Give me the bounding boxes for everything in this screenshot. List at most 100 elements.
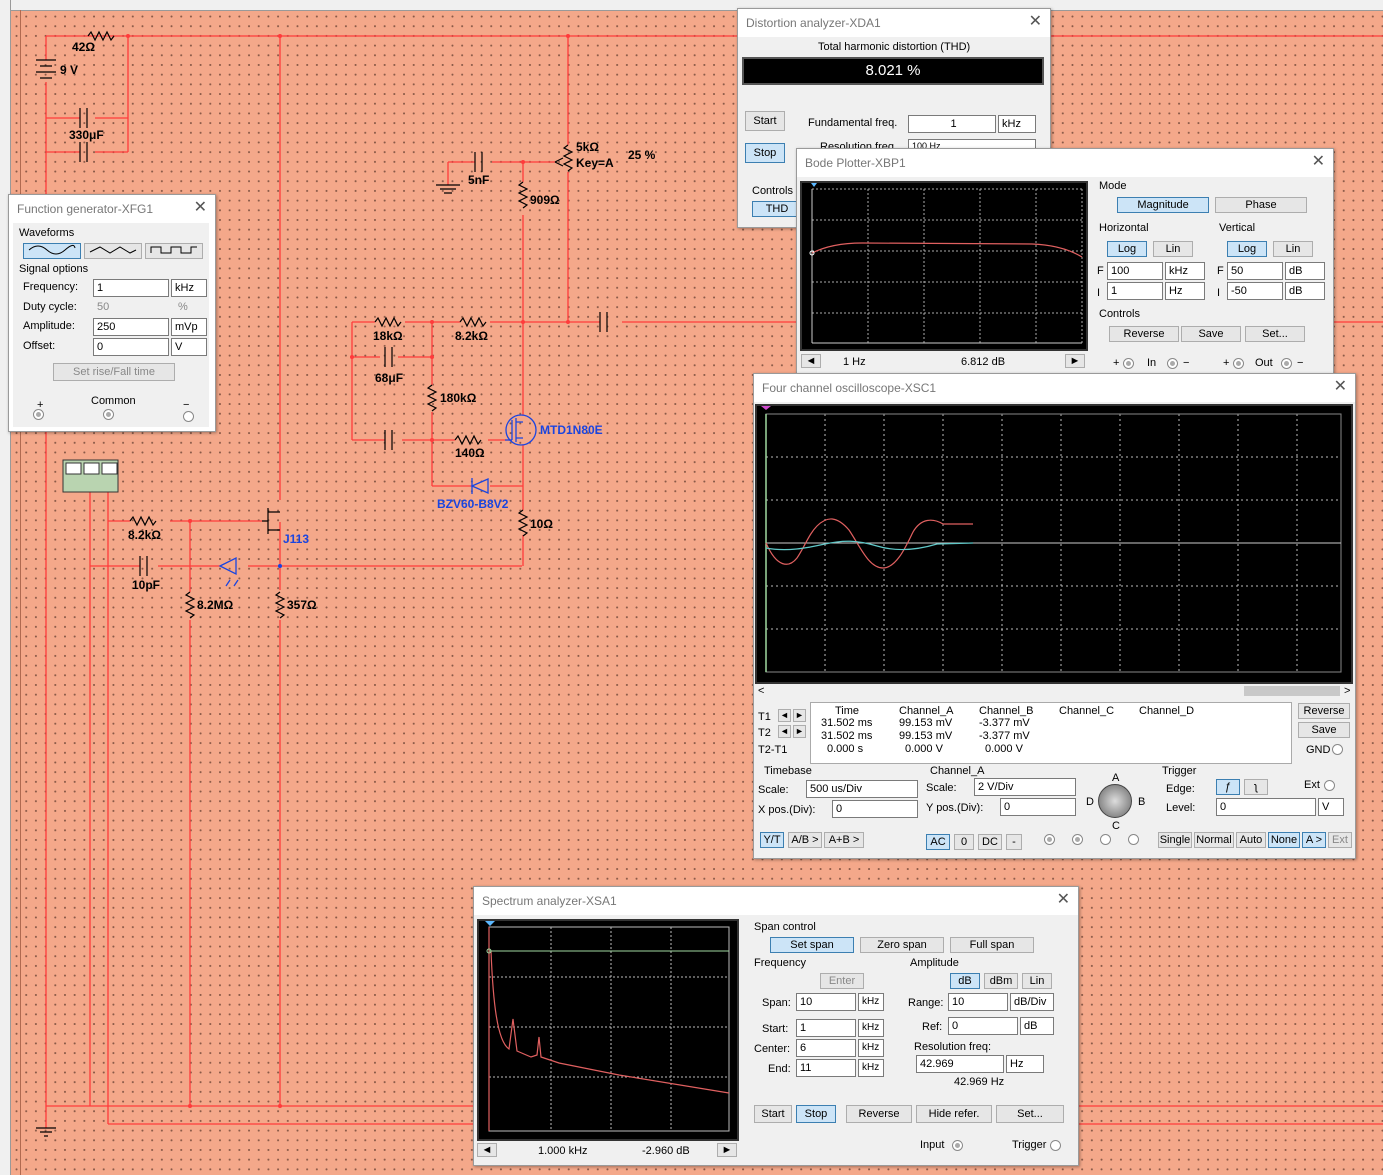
minus-terminal[interactable] (183, 411, 194, 422)
db-button[interactable]: dB (950, 973, 980, 989)
thd-button[interactable]: THD (752, 201, 802, 217)
level-input[interactable]: 0 (1216, 798, 1316, 816)
cursor-right-button[interactable]: ► (1065, 354, 1085, 368)
span-input[interactable]: 10 (796, 993, 856, 1011)
center-freq-input[interactable]: 6 (796, 1039, 856, 1057)
center-freq-unit[interactable]: kHz (858, 1039, 884, 1057)
phase-button[interactable]: Phase (1215, 197, 1307, 213)
auto-button[interactable]: Auto (1236, 832, 1266, 848)
in-plus-terminal[interactable] (1123, 358, 1134, 369)
h-initial-input[interactable]: 1 (1107, 282, 1163, 300)
scroll-thumb[interactable] (1244, 686, 1340, 696)
fundamental-freq-input[interactable]: 1 (908, 115, 996, 133)
minus-coupling-button[interactable]: - (1006, 834, 1022, 850)
t2-left-arrow-icon[interactable]: ◄ (778, 725, 791, 738)
dbm-button[interactable]: dBm (984, 973, 1018, 989)
hide-reference-button[interactable]: Hide refer. (916, 1105, 992, 1123)
h-final-unit[interactable]: kHz (1165, 262, 1205, 280)
fundamental-freq-unit[interactable]: kHz (998, 115, 1036, 133)
horizontal-lin-button[interactable]: Lin (1153, 241, 1193, 257)
t2-right-arrow-icon[interactable]: ► (793, 725, 806, 738)
close-icon[interactable]: ✕ (1056, 891, 1070, 908)
h-initial-unit[interactable]: Hz (1165, 282, 1205, 300)
dc-coupling-button[interactable]: DC (978, 834, 1002, 850)
close-icon[interactable]: ✕ (1028, 13, 1042, 30)
range-input[interactable]: 10 (948, 993, 1008, 1011)
yt-button[interactable]: Y/T (760, 832, 784, 848)
trigger-terminal[interactable] (1050, 1140, 1061, 1151)
a-b-button[interactable]: A/B > (788, 832, 822, 848)
channel-selector-knob[interactable] (1098, 784, 1132, 818)
set-button[interactable]: Set... (996, 1105, 1064, 1123)
reverse-button[interactable]: Reverse (846, 1105, 912, 1123)
sine-wave-button[interactable] (23, 243, 81, 259)
horizontal-log-button[interactable]: Log (1107, 241, 1147, 257)
start-button[interactable]: Start (754, 1105, 792, 1123)
rise-fall-button[interactable]: Set rise/Fall time (53, 363, 175, 381)
y-position-input[interactable]: 0 (1000, 798, 1076, 816)
ref-unit[interactable]: dB (1020, 1017, 1054, 1035)
in-minus-terminal[interactable] (1167, 358, 1178, 369)
scroll-right-icon[interactable]: > (1344, 685, 1351, 697)
close-icon[interactable]: ✕ (193, 199, 207, 216)
set-span-button[interactable]: Set span (770, 937, 854, 953)
amplitude-unit[interactable]: mVp (171, 318, 207, 336)
v-initial-unit[interactable]: dB (1285, 282, 1325, 300)
cursor-left-button[interactable]: ◄ (801, 354, 821, 368)
save-button[interactable]: Save (1298, 722, 1350, 738)
t1-right-arrow-icon[interactable]: ► (793, 709, 806, 722)
end-freq-input[interactable]: 11 (796, 1059, 856, 1077)
start-freq-input[interactable]: 1 (796, 1019, 856, 1037)
ext-terminal[interactable] (1324, 780, 1335, 791)
frequency-unit[interactable]: kHz (171, 279, 207, 297)
resolution-freq-unit[interactable]: Hz (1006, 1055, 1044, 1073)
span-unit[interactable]: kHz (858, 993, 884, 1011)
offset-input[interactable]: 0 (93, 338, 169, 356)
trigger-ext-button[interactable]: Ext (1328, 832, 1352, 848)
channel-b-terminal[interactable] (1100, 834, 1111, 845)
resolution-freq-input[interactable]: 42.969 (916, 1055, 1004, 1073)
stop-button[interactable]: Stop (796, 1105, 836, 1123)
start-freq-unit[interactable]: kHz (858, 1019, 884, 1037)
zero-span-button[interactable]: Zero span (860, 937, 944, 953)
none-button[interactable]: None (1268, 832, 1300, 848)
save-button[interactable]: Save (1181, 326, 1241, 342)
square-wave-button[interactable] (145, 243, 203, 259)
plus-terminal[interactable] (33, 409, 44, 420)
spectrum-screen[interactable] (477, 919, 739, 1141)
bode-plot-screen[interactable] (800, 181, 1088, 351)
reverse-button[interactable]: Reverse (1298, 703, 1350, 719)
ref-input[interactable]: 0 (948, 1017, 1018, 1035)
cursor-right-button[interactable]: ► (717, 1143, 737, 1157)
rising-edge-button[interactable]: ƒ (1216, 779, 1240, 795)
input-terminal[interactable] (952, 1140, 963, 1151)
falling-edge-button[interactable]: ʅ (1244, 779, 1268, 795)
normal-button[interactable]: Normal (1194, 832, 1234, 848)
trigger-a-button[interactable]: A > (1302, 832, 1326, 848)
magnitude-button[interactable]: Magnitude (1117, 197, 1209, 213)
timebase-scale-input[interactable]: 500 us/Div (806, 780, 918, 798)
oscilloscope-screen[interactable] (755, 404, 1353, 684)
channel-a-minus-terminal[interactable] (1072, 834, 1083, 845)
amplitude-input[interactable]: 250 (93, 318, 169, 336)
set-button[interactable]: Set... (1245, 326, 1305, 342)
level-unit[interactable]: V (1318, 798, 1344, 816)
stop-button[interactable]: Stop (745, 143, 785, 163)
out-plus-terminal[interactable] (1233, 358, 1244, 369)
h-final-input[interactable]: 100 (1107, 262, 1163, 280)
gnd-terminal[interactable] (1332, 744, 1343, 755)
close-icon[interactable]: ✕ (1333, 378, 1347, 395)
end-freq-unit[interactable]: kHz (858, 1059, 884, 1077)
x-position-input[interactable]: 0 (832, 800, 918, 818)
ac-coupling-button[interactable]: AC (926, 834, 950, 850)
v-final-unit[interactable]: dB (1285, 262, 1325, 280)
channel-c-terminal[interactable] (1128, 834, 1139, 845)
t1-left-arrow-icon[interactable]: ◄ (778, 709, 791, 722)
channel-a-plus-terminal[interactable] (1044, 834, 1055, 845)
v-initial-input[interactable]: -50 (1227, 282, 1283, 300)
single-button[interactable]: Single (1158, 832, 1192, 848)
triangle-wave-button[interactable] (84, 243, 142, 259)
out-minus-terminal[interactable] (1281, 358, 1292, 369)
close-icon[interactable]: ✕ (1311, 153, 1325, 170)
offset-unit[interactable]: V (171, 338, 207, 356)
